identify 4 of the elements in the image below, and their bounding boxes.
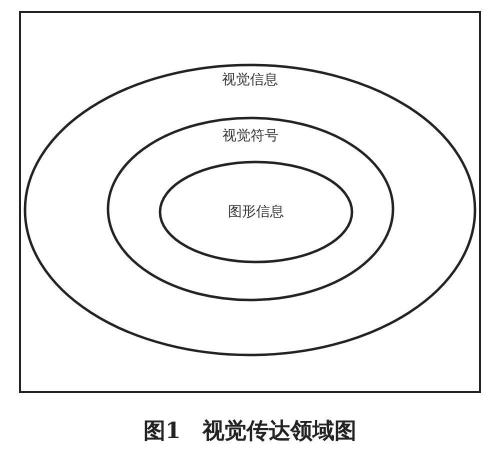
node-label: 图形信息 xyxy=(228,203,284,221)
node-label: 视觉信息 xyxy=(222,71,278,89)
node-label: 视觉符号 xyxy=(222,127,278,145)
caption: 图1 视觉传达领域图 xyxy=(143,417,357,446)
